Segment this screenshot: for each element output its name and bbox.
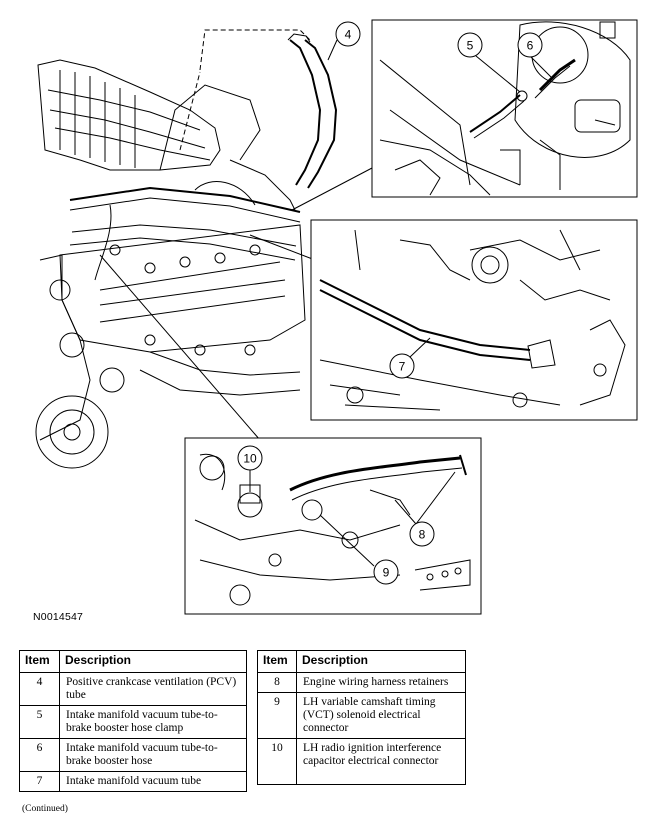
detail-view-wiring [184, 437, 482, 615]
table-row: 10 LH radio ignition interference capaci… [257, 738, 466, 785]
callout-7: 7 [389, 337, 431, 379]
callout-4: 4 [327, 21, 361, 61]
item-description: LH variable camshaft timing (VCT) soleno… [296, 692, 466, 739]
callout-8-label: 8 [419, 528, 426, 542]
detail-view-brake-booster [371, 19, 638, 198]
item-number: 9 [257, 692, 297, 739]
item-header: Item [19, 650, 60, 673]
figure-id: N0014547 [33, 611, 84, 623]
item-description: Intake manifold vacuum tube-to-brake boo… [59, 738, 247, 772]
legend-header-row: Item Description [19, 650, 247, 673]
table-row: 6 Intake manifold vacuum tube-to-brake b… [19, 738, 247, 772]
item-number: 8 [257, 672, 297, 693]
main-engine-drawing [35, 29, 373, 469]
callout-10: 10 [237, 445, 263, 492]
item-number: 10 [257, 738, 297, 785]
detail-view-vacuum-tube [310, 219, 638, 421]
description-header: Description [59, 650, 247, 673]
callout-5-label: 5 [467, 39, 474, 53]
table-row: 5 Intake manifold vacuum tube-to-brake b… [19, 705, 247, 739]
callout-8: 8 [394, 471, 456, 547]
item-description: Positive crankcase ventilation (PCV) tub… [59, 672, 247, 706]
continued-note: (Continued) [22, 804, 68, 814]
item-number: 6 [19, 738, 60, 772]
item-description: LH radio ignition interference capacitor… [296, 738, 466, 785]
table-row: 7 Intake manifold vacuum tube [19, 771, 247, 792]
callout-9-label: 9 [383, 566, 390, 580]
callout-4-label: 4 [345, 28, 352, 42]
table-row: 9 LH variable camshaft timing (VCT) sole… [257, 692, 466, 739]
table-row: 8 Engine wiring harness retainers [257, 672, 466, 693]
description-header: Description [296, 650, 466, 673]
table-row: 4 Positive crankcase ventilation (PCV) t… [19, 672, 247, 706]
item-description: Intake manifold vacuum tube [59, 771, 247, 792]
callout-10-label: 10 [243, 452, 257, 466]
legend-table-right: Item Description 8 Engine wiring harness… [257, 650, 466, 785]
item-description: Engine wiring harness retainers [296, 672, 466, 693]
callout-5: 5 [457, 32, 521, 93]
legend-table-left: Item Description 4 Positive crankcase ve… [19, 650, 247, 792]
item-header: Item [257, 650, 297, 673]
item-description: Intake manifold vacuum tube-to-brake boo… [59, 705, 247, 739]
callout-9: 9 [319, 514, 399, 585]
item-number: 7 [19, 771, 60, 792]
callout-6: 6 [517, 32, 553, 79]
item-number: 5 [19, 705, 60, 739]
callout-6-label: 6 [527, 39, 534, 53]
engine-illustration: 4 5 6 7 8 9 10 [35, 19, 638, 615]
callout-7-label: 7 [399, 360, 406, 374]
item-number: 4 [19, 672, 60, 706]
legend-header-row: Item Description [257, 650, 466, 673]
